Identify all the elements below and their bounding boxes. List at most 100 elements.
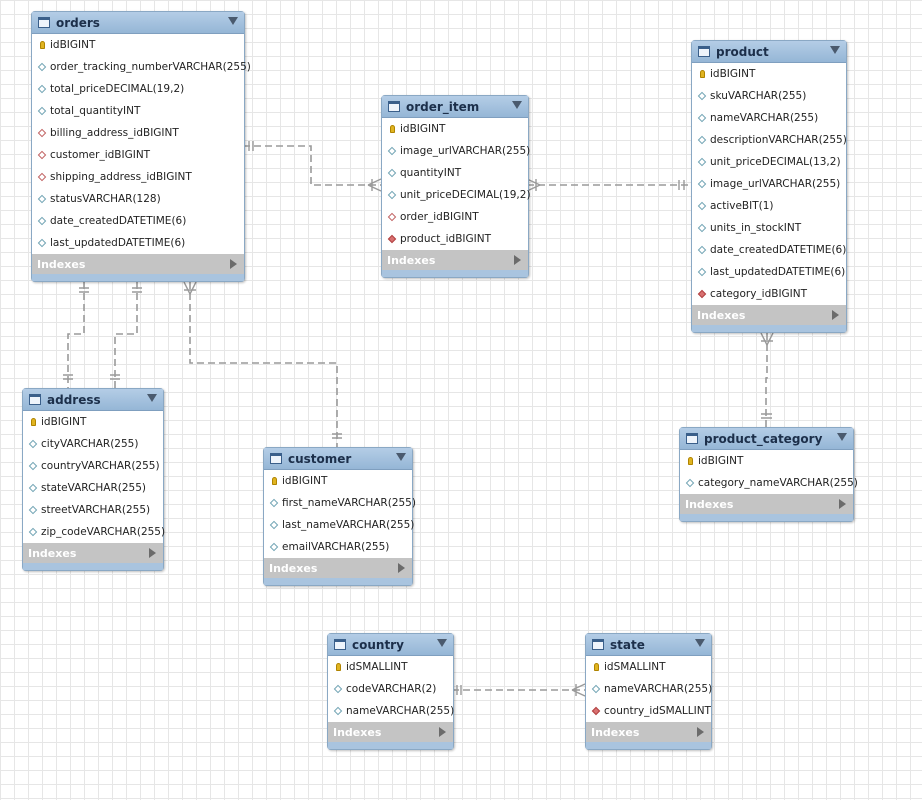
column-row[interactable]: last_updated DATETIME(6): [32, 232, 244, 254]
column-row[interactable]: unit_price DECIMAL(13,2): [692, 151, 846, 173]
primary-key-icon: [269, 476, 279, 486]
column-row[interactable]: id BIGINT: [23, 411, 163, 433]
column-row[interactable]: last_name VARCHAR(255): [264, 514, 415, 536]
collapse-toggle-icon[interactable]: [437, 639, 447, 647]
column-row[interactable]: first_name VARCHAR(255): [264, 492, 416, 514]
expand-arrow-icon[interactable]: [149, 548, 156, 558]
column-row[interactable]: zip_code VARCHAR(255): [23, 521, 165, 543]
column-icon: [387, 168, 397, 178]
column-row[interactable]: street VARCHAR(255): [23, 499, 163, 521]
expand-arrow-icon[interactable]: [839, 499, 846, 509]
column-row[interactable]: unit_price DECIMAL(19,2): [382, 184, 531, 206]
column-row[interactable]: status VARCHAR(128): [32, 188, 244, 210]
collapse-toggle-icon[interactable]: [512, 101, 522, 109]
column-row[interactable]: id SMALLINT: [328, 656, 453, 678]
column-row[interactable]: country VARCHAR(255): [23, 455, 163, 477]
column-row[interactable]: quantity INT: [382, 162, 528, 184]
column-row[interactable]: category_id BIGINT: [692, 283, 846, 305]
column-type: BIGINT: [50, 416, 87, 428]
column-row[interactable]: code VARCHAR(2): [328, 678, 453, 700]
expand-arrow-icon[interactable]: [697, 727, 704, 737]
column-row[interactable]: city VARCHAR(255): [23, 433, 163, 455]
indexes-section[interactable]: Indexes: [382, 250, 528, 277]
column-type: VARCHAR(255): [633, 683, 713, 695]
indexes-section[interactable]: Indexes: [23, 543, 163, 570]
column-icon: [37, 84, 47, 94]
column-row[interactable]: date_created DATETIME(6): [32, 210, 244, 232]
indexes-section[interactable]: Indexes: [264, 558, 412, 585]
table-header[interactable]: country: [328, 634, 453, 656]
expand-arrow-icon[interactable]: [832, 310, 839, 320]
column-row[interactable]: email VARCHAR(255): [264, 536, 412, 558]
column-row[interactable]: name VARCHAR(255): [586, 678, 713, 700]
column-row[interactable]: date_created DATETIME(6): [692, 239, 846, 261]
one-marker: [110, 374, 120, 380]
collapse-toggle-icon[interactable]: [396, 453, 406, 461]
indexes-section[interactable]: Indexes: [680, 494, 853, 521]
collapse-toggle-icon[interactable]: [147, 394, 157, 402]
column-row[interactable]: id BIGINT: [382, 118, 528, 140]
column-row[interactable]: product_id BIGINT: [382, 228, 528, 250]
column-row[interactable]: customer_id BIGINT: [32, 144, 244, 166]
collapse-toggle-icon[interactable]: [228, 17, 238, 25]
expand-arrow-icon[interactable]: [230, 259, 237, 269]
table-header[interactable]: product_category: [680, 428, 853, 450]
column-row[interactable]: total_quantity INT: [32, 100, 244, 122]
collapse-toggle-icon[interactable]: [837, 433, 847, 441]
expand-arrow-icon[interactable]: [398, 563, 405, 573]
table-header[interactable]: order_item: [382, 96, 528, 118]
indexes-section[interactable]: Indexes: [692, 305, 846, 332]
table-icon: [334, 639, 346, 650]
table-icon: [38, 17, 50, 28]
table-header[interactable]: state: [586, 634, 711, 656]
table-icon: [29, 394, 41, 405]
table-header[interactable]: address: [23, 389, 163, 411]
column-row[interactable]: description VARCHAR(255): [692, 129, 847, 151]
collapse-toggle-icon[interactable]: [830, 46, 840, 54]
column-row[interactable]: name VARCHAR(255): [328, 700, 455, 722]
table-header[interactable]: customer: [264, 448, 412, 470]
column-row[interactable]: sku VARCHAR(255): [692, 85, 846, 107]
indexes-section[interactable]: Indexes: [32, 254, 244, 281]
column-type: VARCHAR(255): [375, 705, 455, 717]
indexes-section[interactable]: Indexes: [328, 722, 453, 749]
column-row[interactable]: order_tracking_number VARCHAR(255): [32, 56, 251, 78]
column-row[interactable]: image_url VARCHAR(255): [382, 140, 530, 162]
column-type: VARCHAR(255): [335, 519, 415, 531]
column-row[interactable]: id BIGINT: [32, 34, 244, 56]
column-row[interactable]: id BIGINT: [692, 63, 846, 85]
column-row[interactable]: category_name VARCHAR(255): [680, 472, 858, 494]
column-row[interactable]: units_in_stock INT: [692, 217, 846, 239]
column-row[interactable]: state VARCHAR(255): [23, 477, 163, 499]
column-row[interactable]: country_id SMALLINT: [586, 700, 711, 722]
column-type: INT: [123, 105, 141, 117]
column-row[interactable]: billing_address_id BIGINT: [32, 122, 244, 144]
column-name: unit_price: [710, 156, 762, 168]
column-row[interactable]: shipping_address_id BIGINT: [32, 166, 244, 188]
expand-arrow-icon[interactable]: [514, 255, 521, 265]
column-row[interactable]: id BIGINT: [264, 470, 412, 492]
column-icon: [37, 194, 47, 204]
collapse-toggle-icon[interactable]: [695, 639, 705, 647]
column-row[interactable]: order_id BIGINT: [382, 206, 528, 228]
column-row[interactable]: name VARCHAR(255): [692, 107, 846, 129]
table-header[interactable]: product: [692, 41, 846, 63]
column-row[interactable]: image_url VARCHAR(255): [692, 173, 846, 195]
expand-arrow-icon[interactable]: [439, 727, 446, 737]
column-row[interactable]: last_updated DATETIME(6): [692, 261, 846, 283]
column-row[interactable]: active BIT(1): [692, 195, 846, 217]
column-row[interactable]: id BIGINT: [680, 450, 853, 472]
column-row[interactable]: id SMALLINT: [586, 656, 711, 678]
column-row[interactable]: total_price DECIMAL(19,2): [32, 78, 244, 100]
indexes-section[interactable]: Indexes: [586, 722, 711, 749]
table-header[interactable]: orders: [32, 12, 244, 34]
